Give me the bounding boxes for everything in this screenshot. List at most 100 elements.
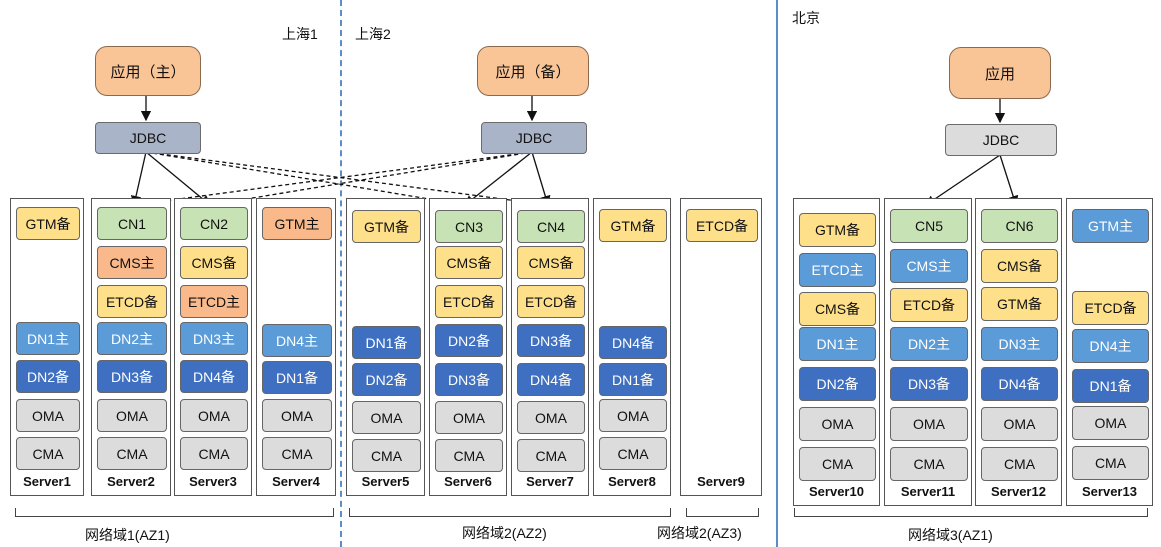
component-box: CMA	[981, 447, 1058, 481]
component-box: CMA	[435, 439, 503, 472]
component-box: ETCD主	[799, 253, 876, 287]
component-box: ETCD备	[1072, 291, 1149, 325]
component-box: CN3	[435, 210, 503, 243]
component-box: DN1备	[352, 326, 421, 359]
zone-brace-4	[794, 508, 1148, 517]
component-box: CMS主	[890, 249, 968, 283]
component-box: DN3主	[981, 327, 1058, 361]
region-divider-solid	[776, 0, 778, 547]
component-box: DN2备	[352, 363, 421, 396]
component-box: ETCD备	[686, 209, 758, 242]
component-box: DN2备	[16, 360, 80, 393]
component-box: GTM主	[262, 207, 332, 240]
component-box: DN1备	[262, 361, 332, 394]
component-box: DN4备	[517, 363, 585, 396]
component-box: DN4备	[599, 326, 667, 359]
component-box: OMA	[799, 407, 876, 441]
server-label: Server8	[608, 474, 656, 489]
component-box: CMA	[890, 447, 968, 481]
component-box: OMA	[262, 399, 332, 432]
component-box: DN4主	[262, 324, 332, 357]
component-box: GTM主	[1072, 209, 1149, 243]
jdbc-beijing: JDBC	[945, 124, 1057, 156]
component-box: CMA	[599, 437, 667, 470]
component-box: DN2主	[97, 322, 167, 355]
jdbc-primary: JDBC	[95, 122, 201, 154]
zone-brace-1	[15, 508, 334, 517]
component-box: CMA	[180, 437, 248, 470]
component-box: OMA	[890, 407, 968, 441]
zone-label-4: 网络域3(AZ1)	[908, 527, 993, 543]
component-box: ETCD备	[97, 285, 167, 318]
component-box: CMS备	[981, 249, 1058, 283]
component-box: OMA	[16, 399, 80, 432]
app-beijing: 应用	[949, 47, 1051, 99]
component-box: GTM备	[352, 210, 421, 243]
component-box: ETCD主	[180, 285, 248, 318]
server-label: Server13	[1082, 484, 1137, 499]
component-box: CN5	[890, 209, 968, 243]
component-box: GTM备	[16, 207, 80, 240]
region-divider-dashed	[340, 0, 342, 547]
server-rack: GTM备 DN1主 DN2备 OMA CMA Server1	[10, 198, 84, 496]
component-box: CMA	[262, 437, 332, 470]
zone-brace-3	[686, 508, 759, 517]
component-box: CMS备	[435, 246, 503, 279]
component-box: CMA	[16, 437, 80, 470]
component-box: ETCD备	[890, 288, 968, 322]
component-box: DN3备	[435, 363, 503, 396]
component-box: OMA	[517, 401, 585, 434]
server-label: Server1	[23, 474, 71, 489]
component-box: OMA	[1072, 406, 1149, 440]
server-label: Server3	[189, 474, 237, 489]
app-standby: 应用（备）	[477, 46, 589, 96]
component-box: OMA	[981, 407, 1058, 441]
component-box: GTM备	[981, 287, 1058, 321]
region-label-beijing: 北京	[792, 10, 820, 26]
server-label: Server2	[107, 474, 155, 489]
component-box: DN2主	[890, 327, 968, 361]
component-box: CN2	[180, 207, 248, 240]
component-box: OMA	[435, 401, 503, 434]
zone-label-2: 网络域2(AZ2)	[462, 525, 547, 541]
component-box: CMA	[97, 437, 167, 470]
component-box: DN2备	[799, 367, 876, 401]
component-box: CMS主	[97, 246, 167, 279]
zone-brace-2	[349, 508, 671, 517]
server-label: Server7	[526, 474, 574, 489]
component-box: GTM备	[599, 209, 667, 242]
component-box: DN4备	[981, 367, 1058, 401]
component-box: DN2备	[435, 324, 503, 357]
region-label-shanghai1: 上海1	[282, 26, 318, 42]
component-box: CN6	[981, 209, 1058, 243]
server-label: Server6	[444, 474, 492, 489]
component-box: DN4主	[1072, 329, 1149, 363]
component-box: OMA	[97, 399, 167, 432]
component-box: DN3备	[517, 324, 585, 357]
server-label: Server12	[991, 484, 1046, 499]
app-primary: 应用（主）	[95, 46, 201, 96]
server-rack: ETCD备 Server9	[680, 198, 762, 496]
component-box: CMS备	[517, 246, 585, 279]
jdbc-standby: JDBC	[481, 122, 587, 154]
server-label: Server4	[272, 474, 320, 489]
component-box: ETCD备	[435, 285, 503, 318]
component-box: OMA	[352, 401, 421, 434]
server-label: Server9	[697, 474, 745, 489]
component-box: CMA	[1072, 446, 1149, 480]
component-box: DN1主	[16, 322, 80, 355]
component-box: DN3备	[97, 360, 167, 393]
component-box: OMA	[599, 399, 667, 432]
component-box: CN1	[97, 207, 167, 240]
component-box: DN4备	[180, 360, 248, 393]
